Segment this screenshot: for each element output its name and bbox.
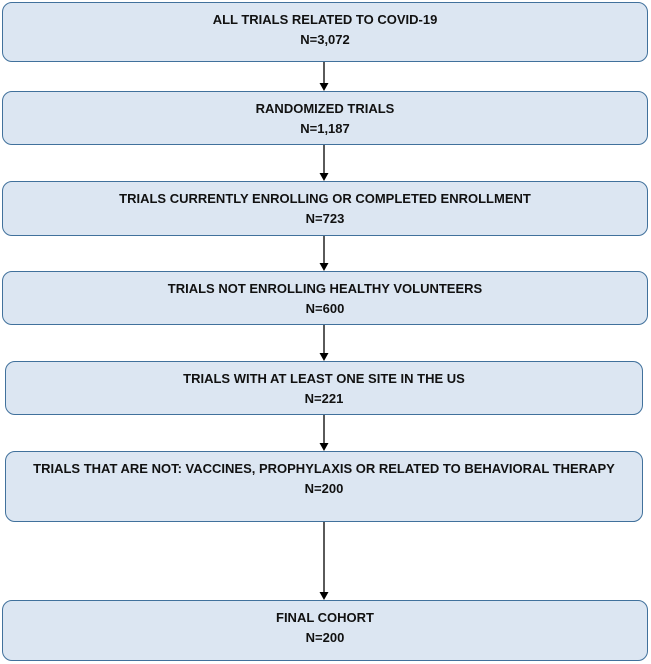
step-count: N=3,072 [300, 32, 350, 47]
arrow-1 [319, 62, 329, 91]
step-count: N=221 [304, 391, 344, 406]
step-box-enrolling: TRIALS CURRENTLY ENROLLING OR COMPLETED … [2, 181, 648, 236]
step-label: TRIALS NOT ENROLLING HEALTHY VOLUNTEERS [167, 281, 483, 296]
arrow-2 [319, 145, 329, 181]
arrow-4 [319, 325, 329, 361]
step-count: N=200 [305, 630, 345, 645]
step-box-randomized: RANDOMIZED TRIALS N=1,187 [2, 91, 648, 145]
step-box-us-site: TRIALS WITH AT LEAST ONE SITE IN THE US … [5, 361, 643, 415]
step-label: RANDOMIZED TRIALS [255, 101, 395, 116]
step-label: FINAL COHORT [276, 610, 374, 625]
step-box-not-healthy-volunteers: TRIALS NOT ENROLLING HEALTHY VOLUNTEERS … [2, 271, 648, 325]
step-label: TRIALS CURRENTLY ENROLLING OR COMPLETED … [119, 191, 531, 206]
step-label: ALL TRIALS RELATED TO COVID-19 [212, 12, 438, 27]
step-label: TRIALS WITH AT LEAST ONE SITE IN THE US [183, 371, 465, 386]
step-count: N=723 [305, 211, 345, 226]
arrow-3 [319, 236, 329, 271]
step-box-not-vaccines: TRIALS THAT ARE NOT: VACCINES, PROPHYLAX… [5, 451, 643, 522]
step-count: N=600 [305, 301, 345, 316]
step-box-final-cohort: FINAL COHORT N=200 [2, 600, 648, 661]
step-box-all-trials: ALL TRIALS RELATED TO COVID-19 N=3,072 [2, 2, 648, 62]
step-count: N=200 [304, 481, 344, 496]
arrow-5 [319, 415, 329, 451]
step-count: N=1,187 [300, 121, 350, 136]
step-label: TRIALS THAT ARE NOT: VACCINES, PROPHYLAX… [33, 461, 615, 476]
arrow-6 [319, 522, 329, 600]
